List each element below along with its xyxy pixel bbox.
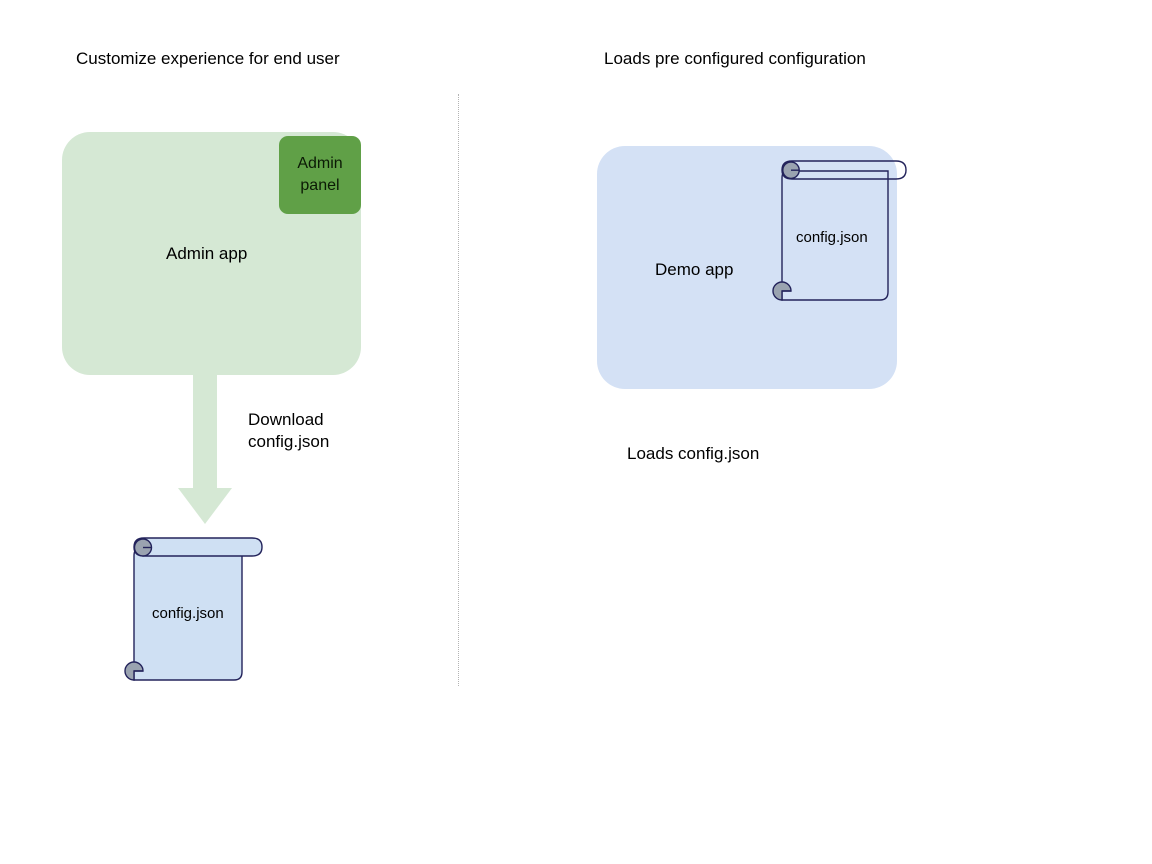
- admin-panel-box[interactable]: Admin panel: [279, 136, 361, 214]
- config-json-document-right[interactable]: [768, 152, 912, 307]
- download-label-line1: Download: [248, 410, 324, 429]
- demo-app-box[interactable]: [597, 146, 897, 389]
- admin-panel-label-line2: panel: [300, 177, 340, 194]
- download-label-line2: config.json: [248, 432, 330, 451]
- config-json-label-left: config.json: [152, 605, 224, 622]
- config-json-document-left[interactable]: [118, 528, 266, 690]
- right-column-title: Loads pre configured configuration: [604, 49, 866, 68]
- column-divider: [458, 94, 459, 686]
- demo-app-label: Demo app: [655, 260, 734, 279]
- admin-app-label: Admin app: [166, 244, 248, 263]
- download-arrow-icon: [178, 372, 232, 524]
- loads-config-caption: Loads config.json: [627, 444, 760, 463]
- admin-panel-label-line1: Admin: [297, 155, 343, 172]
- download-arrow-label: Download config.json: [248, 409, 329, 453]
- left-column-title: Customize experience for end user: [76, 49, 340, 68]
- admin-panel-label: Admin panel: [297, 153, 342, 197]
- config-json-label-right: config.json: [796, 229, 868, 246]
